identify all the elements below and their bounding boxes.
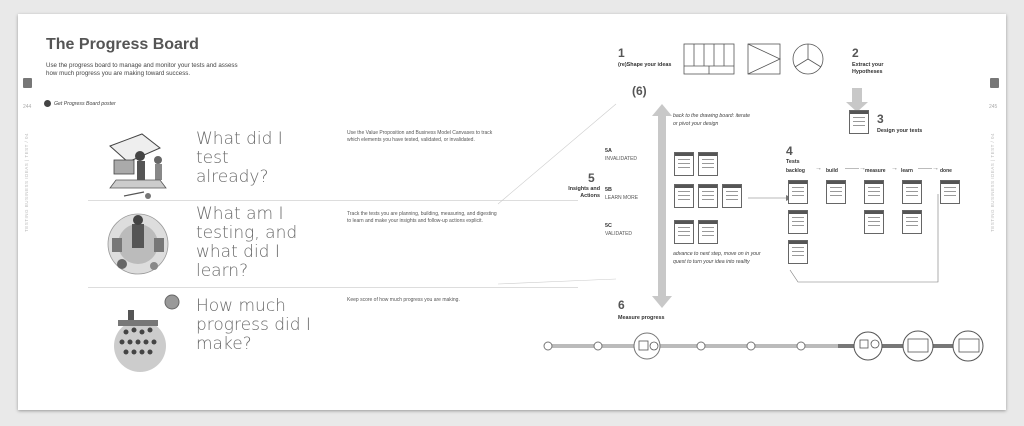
insight-card	[674, 152, 694, 176]
download-icon	[44, 100, 51, 107]
step-6-number: 6	[618, 298, 625, 312]
outcome-code: 5A	[605, 148, 612, 154]
test-card	[902, 180, 922, 204]
step-4-number: 4	[786, 144, 793, 158]
insight-card	[674, 220, 694, 244]
page-tab-left	[23, 78, 32, 88]
page-tab-right	[990, 78, 999, 88]
arrow-down-icon	[652, 296, 672, 308]
description-tested: Use the Value Proposition and Business M…	[347, 130, 493, 144]
test-card	[788, 180, 808, 204]
arrow-up-icon	[652, 104, 672, 116]
step-6-label: Measure progress	[618, 315, 665, 321]
insight-card	[698, 184, 718, 208]
arrow-right-icon: ——→	[918, 165, 939, 172]
step-3-label: Design your tests	[877, 128, 923, 134]
description-progress: Keep score of how much progress you are …	[347, 297, 460, 303]
test-card	[788, 210, 808, 234]
stage-build: build	[826, 168, 838, 174]
step-2-label: Extract your Hypotheses	[852, 62, 884, 75]
running-head-left: TESTING BUSINESS IDEAS | TEST / 04	[24, 132, 29, 232]
note-back-to-drawing-board: back to the drawing board: iterate or pi…	[673, 113, 750, 127]
arrow-down-icon	[846, 102, 868, 112]
testing-illustration	[107, 213, 169, 275]
outcome-code: 5B	[605, 187, 612, 193]
step-1-label: (re)Shape your ideas	[618, 62, 672, 68]
step-4-label: Tests	[786, 159, 800, 165]
intro-text: Use the progress board to manage and mon…	[46, 62, 238, 77]
question-testing: What am I testing, and what did I learn?	[196, 204, 298, 281]
hypothesis-arrow	[852, 88, 862, 104]
test-card	[864, 210, 884, 234]
progress-board-spread: 244 TESTING BUSINESS IDEAS | TEST / 04 2…	[18, 14, 1006, 410]
stage-done: done	[940, 168, 952, 174]
outcome-label: LEARN MORE	[605, 195, 639, 201]
page-number-left: 244	[23, 104, 32, 110]
workshop-illustration	[109, 133, 167, 199]
poster-link[interactable]: Get Progress Board poster	[44, 100, 116, 107]
step-5-label: Insights and Actions	[568, 186, 600, 199]
insight-card	[722, 184, 742, 208]
step-2-number: 2	[852, 46, 859, 60]
outcome-code: 5C	[605, 223, 612, 229]
progress-track	[543, 330, 984, 362]
arrow-right-icon: →	[891, 165, 898, 172]
insight-card	[698, 220, 718, 244]
arrow-right-icon: ——→	[845, 165, 866, 172]
step-3-number: 3	[877, 112, 884, 126]
test-card	[849, 110, 869, 134]
outcome-label: VALIDATED	[605, 231, 633, 237]
description-testing: Track the tests you are planning, buildi…	[347, 211, 497, 225]
canvas-icons	[683, 43, 824, 75]
test-card	[902, 210, 922, 234]
progress-arrow	[658, 114, 666, 298]
note-advance: advance to next step, move on in your qu…	[673, 251, 761, 265]
page-title: The Progress Board	[46, 36, 199, 53]
row-divider	[88, 200, 578, 201]
test-card	[826, 180, 846, 204]
test-card	[940, 180, 960, 204]
insight-card	[674, 184, 694, 208]
page-number-right: 245	[989, 104, 998, 110]
progress-illustration	[114, 294, 180, 372]
question-progress: How much progress did I make?	[196, 296, 311, 354]
step-1-sub: (6)	[632, 84, 647, 98]
insight-card	[698, 152, 718, 176]
running-head-right: TESTING BUSINESS IDEAS | TEST / 04	[990, 132, 995, 232]
question-tested: What did I test already?	[196, 129, 283, 187]
stage-measure: measure	[865, 168, 886, 174]
test-card	[788, 240, 808, 264]
arrow-right-icon: →	[815, 165, 822, 172]
stage-backlog: backlog	[786, 168, 805, 174]
row-divider	[88, 287, 578, 288]
step-1-number: 1	[618, 46, 625, 60]
test-card	[864, 180, 884, 204]
outcome-label: INVALIDATED	[605, 156, 638, 162]
poster-link-label: Get Progress Board poster	[54, 100, 116, 107]
stage-learn: learn	[901, 168, 913, 174]
step-5-number: 5	[588, 171, 595, 185]
